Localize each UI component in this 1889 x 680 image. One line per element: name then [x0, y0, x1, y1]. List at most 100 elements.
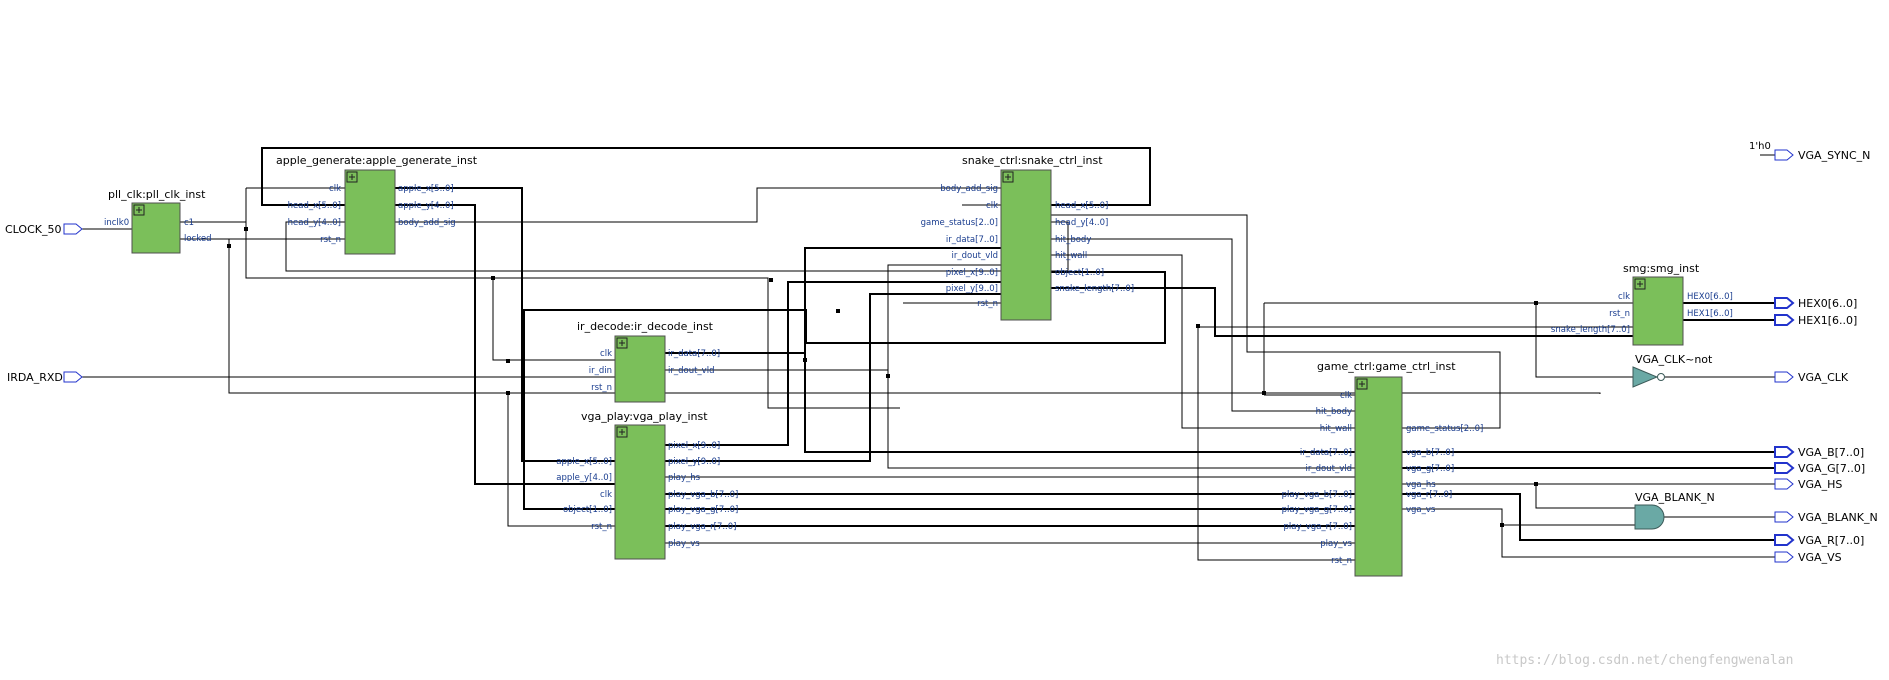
input-pin-irda-rxd[interactable]: IRDA_RXD: [7, 371, 83, 384]
wire-ir-clk: [492, 278, 615, 361]
block-snake-ctrl[interactable]: snake_ctrl:snake_ctrl_inst body_add_sig …: [921, 154, 1134, 321]
gate-label: VGA_CLK~not: [1635, 353, 1713, 366]
output-pin-vga-r[interactable]: VGA_R[7..0]: [1774, 534, 1864, 547]
port-label: vga_r[7..0]: [1406, 490, 1452, 500]
port-label: snake_length[7..0]: [1551, 325, 1630, 335]
block-body: [1354, 376, 1403, 577]
input-pin-clock50[interactable]: CLOCK_50: [5, 223, 83, 236]
port-label: locked: [184, 234, 211, 244]
output-pin-hex0[interactable]: HEX0[6..0]: [1774, 297, 1857, 310]
output-pin-vga-g[interactable]: VGA_G[7..0]: [1774, 462, 1865, 475]
wire-rst-snake: [1197, 327, 1355, 561]
wire-hit-wall: [1051, 254, 1355, 429]
port-label: vga_b[7..0]: [1406, 448, 1454, 458]
wire-snake-length: [1051, 287, 1633, 337]
output-pin-icon: [1774, 511, 1794, 523]
port-label: play_vga_b[7..0]: [1282, 490, 1352, 500]
output-pin-hex1[interactable]: HEX1[6..0]: [1774, 314, 1857, 327]
block-body: [1632, 276, 1684, 346]
block-game-ctrl[interactable]: game_ctrl:game_ctrl_inst clk hit_body hi…: [1282, 360, 1484, 577]
block-title: apple_generate:apple_generate_inst: [276, 154, 478, 167]
port-label: head_y[4..0]: [288, 218, 341, 228]
expand-icon[interactable]: [616, 337, 628, 349]
wire-apple-y: [395, 204, 615, 485]
wire-vga-vs: [1402, 508, 1775, 558]
port-label: play_vs: [668, 539, 700, 549]
expand-icon[interactable]: [1356, 378, 1368, 390]
port-label: pixel_x[9..0]: [668, 441, 720, 451]
port-label: ir_data[7..0]: [946, 235, 998, 245]
expand-icon[interactable]: [1002, 171, 1014, 183]
port-label: object[1..0]: [1055, 268, 1104, 278]
block-pll-clk[interactable]: pll_clk:pll_clk_inst inclk0 c1 locked: [104, 188, 211, 254]
block-title: vga_play:vga_play_inst: [581, 410, 708, 423]
block-body: [614, 335, 666, 403]
block-vga-play[interactable]: vga_play:vga_play_inst apple_x[5..0] app…: [556, 410, 738, 560]
gate-vga-blank-and[interactable]: VGA_BLANK_N: [1634, 491, 1715, 530]
port-label: vga_hs: [1406, 480, 1436, 490]
wire-apple-x: [395, 187, 615, 462]
output-pin-icon: [1774, 149, 1794, 161]
port-label: snake_length[7..0]: [1055, 284, 1134, 294]
pin-label: VGA_B[7..0]: [1798, 446, 1864, 459]
port-label: vga_g[7..0]: [1406, 464, 1454, 474]
block-smg[interactable]: smg:smg_inst clk rst_n snake_length[7..0…: [1551, 262, 1733, 346]
output-pin-vga-vs[interactable]: VGA_VS: [1774, 551, 1842, 564]
pin-label: HEX1[6..0]: [1798, 314, 1857, 327]
port-label: ir_data[7..0]: [668, 349, 720, 359]
port-label: ir_din: [589, 366, 612, 376]
wire-rst-rail: [228, 239, 1601, 394]
block-ir-decode[interactable]: ir_decode:ir_decode_inst clk ir_din rst_…: [577, 320, 720, 403]
output-pin-icon: [1774, 478, 1794, 490]
block-body: [1000, 169, 1052, 321]
port-label: head_x[5..0]: [1055, 201, 1108, 211]
wire-game-status: [1001, 214, 1501, 429]
port-label: clk: [600, 349, 612, 359]
block-body: [614, 424, 666, 560]
wire-head-y: [285, 221, 1069, 272]
block-title: smg:smg_inst: [1623, 262, 1700, 275]
output-pin-icon: [1774, 551, 1794, 563]
port-label: play_vga_g[7..0]: [668, 505, 738, 515]
expand-icon[interactable]: [616, 426, 628, 438]
port-label: rst_n: [591, 522, 612, 532]
output-pin-icon: [1774, 446, 1795, 458]
port-label: c1: [184, 218, 194, 228]
expand-icon[interactable]: [346, 171, 358, 183]
wire-hit-body: [1051, 238, 1355, 412]
block-title: snake_ctrl:snake_ctrl_inst: [962, 154, 1103, 167]
constant-label: 1'h0: [1749, 141, 1771, 152]
port-label: object[1..0]: [563, 505, 612, 515]
port-label: head_x[5..0]: [288, 201, 341, 211]
gate-vga-clk-not[interactable]: VGA_CLK~not: [1632, 353, 1713, 388]
output-pin-icon: [1774, 534, 1795, 546]
output-pin-icon: [1774, 371, 1794, 383]
junction-dots: [227, 227, 1538, 527]
pin-label: VGA_CLK: [1798, 371, 1849, 384]
port-label: pixel_y[9..0]: [668, 457, 720, 467]
port-label: body_add_sig: [398, 218, 456, 228]
port-label: inclk0: [104, 218, 129, 228]
port-label: rst_n: [1331, 556, 1352, 566]
wire-ir-data: [665, 247, 1001, 354]
output-pin-vga-sync-n[interactable]: VGA_SYNC_N: [1774, 149, 1870, 162]
output-pin-vga-blank-n[interactable]: VGA_BLANK_N: [1774, 511, 1878, 524]
port-label: pixel_y[9..0]: [946, 284, 998, 294]
output-pin-vga-b[interactable]: VGA_B[7..0]: [1774, 446, 1864, 459]
pin-label: VGA_HS: [1798, 478, 1842, 491]
pin-label: IRDA_RXD: [7, 371, 63, 384]
pin-label: HEX0[6..0]: [1798, 297, 1857, 310]
block-title: ir_decode:ir_decode_inst: [577, 320, 714, 333]
block-apple-generate[interactable]: apple_generate:apple_generate_inst clk h…: [276, 154, 478, 255]
port-label: play_hs: [668, 473, 701, 483]
wire-ir-vld-gc: [887, 370, 1355, 469]
port-label: hit_wall: [1055, 251, 1087, 261]
output-pin-vga-hs[interactable]: VGA_HS: [1774, 478, 1842, 491]
port-label: rst_n: [1609, 309, 1630, 319]
port-label: game_status[2..0]: [1406, 424, 1483, 434]
expand-icon[interactable]: [1634, 278, 1646, 290]
gate-label: VGA_BLANK_N: [1635, 491, 1715, 504]
expand-icon[interactable]: [133, 204, 145, 216]
output-pin-vga-clk[interactable]: VGA_CLK: [1774, 371, 1849, 384]
port-label: ir_dout_vld: [668, 366, 714, 376]
